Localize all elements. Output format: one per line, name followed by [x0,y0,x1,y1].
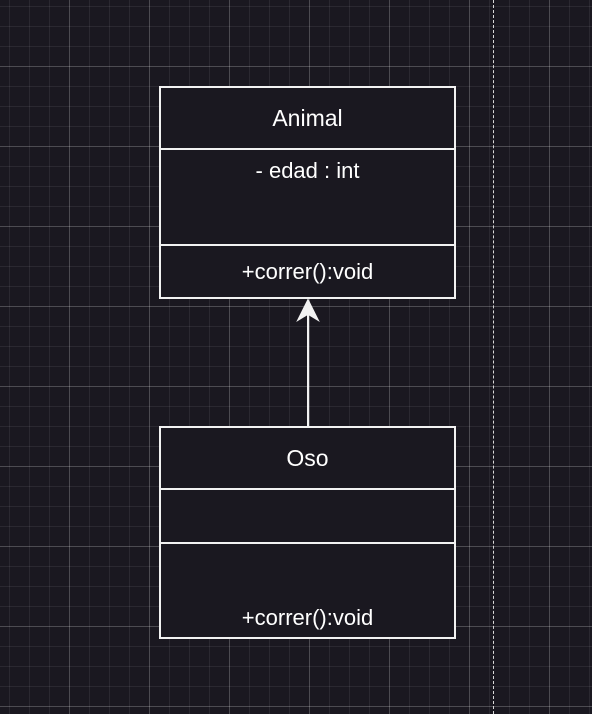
class-attributes[interactable] [161,490,454,544]
class-attributes[interactable]: - edad : int [161,150,454,246]
page-boundary-guide [493,0,494,714]
class-name[interactable]: Oso [161,428,454,490]
class-name[interactable]: Animal [161,88,454,150]
operation-correr[interactable]: +correr():void [241,605,374,630]
attribute-edad[interactable]: - edad : int [255,158,360,183]
class-oso[interactable]: Oso +correr():void [159,426,456,639]
class-operations[interactable]: +correr():void [161,246,454,297]
inheritance-arrowhead [296,298,320,322]
operation-correr[interactable]: +correr():void [241,258,374,284]
class-animal[interactable]: Animal - edad : int +correr():void [159,86,456,299]
class-operations[interactable]: +correr():void [161,544,454,637]
